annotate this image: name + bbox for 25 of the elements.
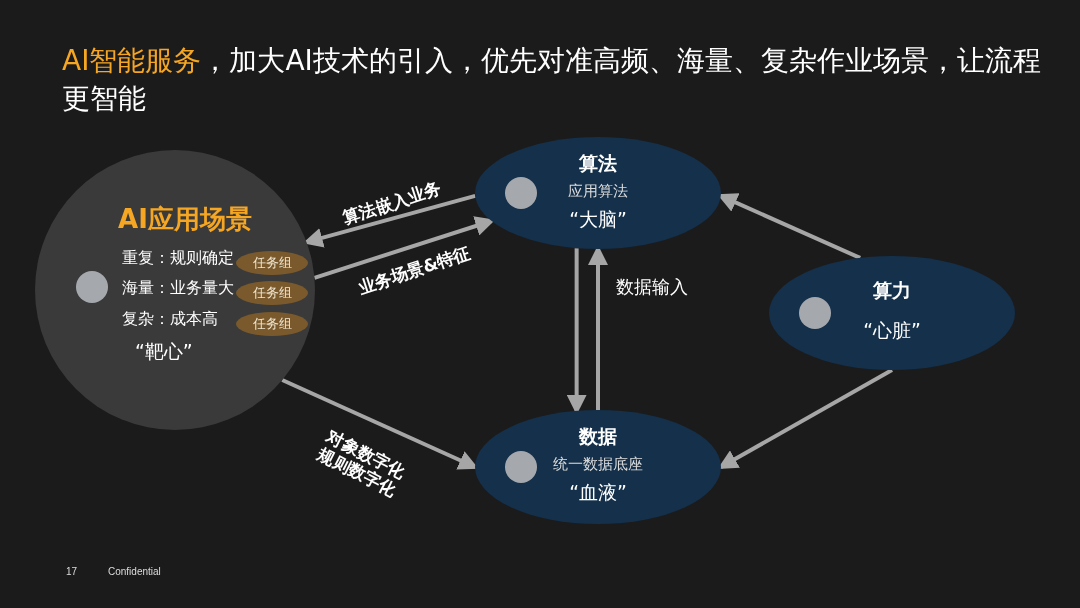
page-number: 17 xyxy=(66,566,78,577)
subtitle-text: 统一数据底座 xyxy=(553,455,643,474)
pill-label: 任务组 xyxy=(252,254,292,272)
task-group-pill xyxy=(236,312,308,336)
nickname-text: “血液” xyxy=(569,480,627,505)
heading: 算力 xyxy=(873,278,911,303)
criteria-text: 复杂：成本高 xyxy=(122,309,218,330)
heading: 数据 xyxy=(579,424,617,449)
subtitle-text: 应用算法 xyxy=(568,182,628,201)
nickname-text: “心脏” xyxy=(863,318,921,343)
criteria-text: 重复：规则确定 xyxy=(122,248,234,269)
edge-label: 对象数字化规则数字化 xyxy=(313,425,409,501)
footer-note: Confidential xyxy=(108,566,161,577)
nickname-text: “大脑” xyxy=(569,207,627,232)
task-group-pill xyxy=(236,251,308,275)
edge-label: 数据输入 xyxy=(616,275,688,299)
heading: AI应用场景 xyxy=(118,203,252,236)
heading: 算法 xyxy=(579,151,617,176)
edge-label: 业务场景&特征 xyxy=(354,241,473,299)
title: AI智能服务，加大AI技术的引入，优先对准高频、海量、复杂作业场景，让流程更智能 xyxy=(62,43,1042,117)
nickname-text: “靶心” xyxy=(135,339,193,364)
pill-label: 任务组 xyxy=(252,284,292,302)
criteria-text: 海量：业务量大 xyxy=(122,278,234,299)
pill-label: 任务组 xyxy=(252,315,292,333)
edge-label: 算法嵌入业务 xyxy=(339,176,445,230)
